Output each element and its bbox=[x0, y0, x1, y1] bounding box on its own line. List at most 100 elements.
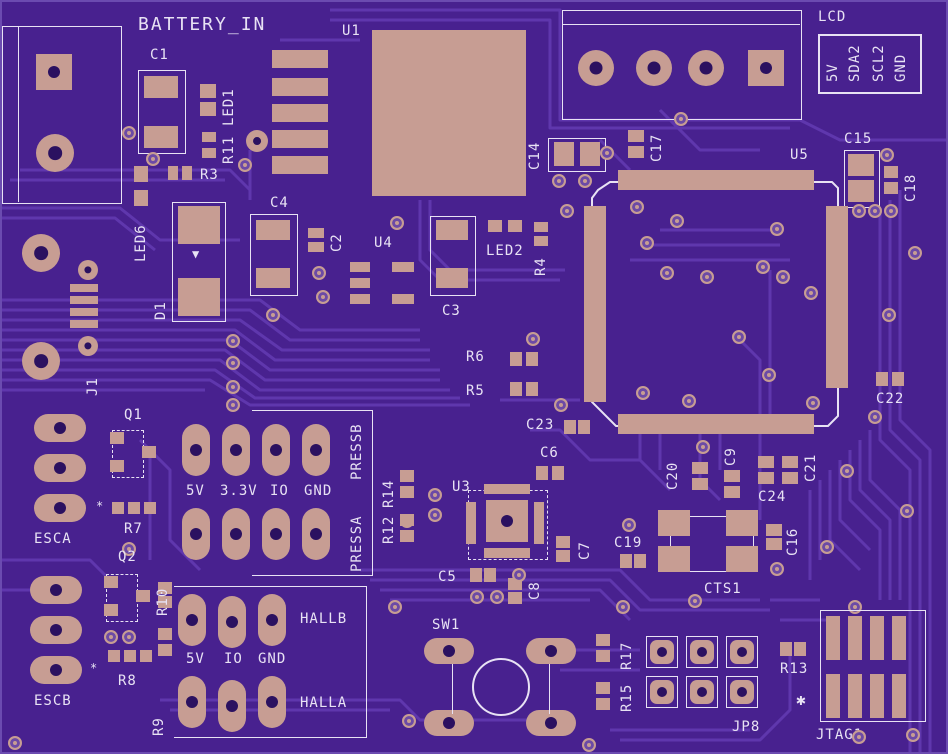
c3-outline bbox=[430, 216, 476, 296]
reg-pad bbox=[272, 50, 328, 68]
sw1-outline bbox=[452, 664, 550, 714]
c4-outline bbox=[250, 214, 298, 296]
r3-pad bbox=[168, 166, 178, 180]
via bbox=[884, 204, 898, 218]
via bbox=[660, 266, 674, 280]
via bbox=[840, 464, 854, 478]
press-gnd-label: GND bbox=[304, 483, 333, 499]
lcd-label: LCD bbox=[818, 9, 847, 25]
u4-pad bbox=[392, 294, 414, 304]
c19-label: C19 bbox=[614, 535, 643, 551]
via bbox=[852, 204, 866, 218]
cts1-pad bbox=[658, 510, 690, 536]
r15-label: R15 bbox=[619, 683, 635, 712]
via bbox=[388, 600, 402, 614]
c15-pad bbox=[848, 180, 874, 202]
u5-pin-row-bottom bbox=[618, 414, 814, 434]
r7-label: R7 bbox=[124, 521, 143, 537]
lcd-scl2-label: SCL2 bbox=[871, 44, 887, 82]
c22-label: C22 bbox=[876, 391, 905, 407]
r13-pad bbox=[794, 642, 806, 656]
r8-pad bbox=[108, 650, 120, 662]
via bbox=[696, 440, 710, 454]
c24-pad bbox=[758, 472, 774, 484]
esca-pad bbox=[34, 454, 86, 482]
battery-connector-divider bbox=[18, 26, 19, 202]
q2-label: Q2 bbox=[118, 549, 137, 565]
r10-label: R10 bbox=[155, 587, 171, 616]
via bbox=[582, 738, 596, 752]
c2-pad bbox=[308, 242, 324, 252]
jp8-pin bbox=[686, 676, 718, 708]
pressa-pin bbox=[302, 508, 330, 560]
hall-io-label: IO bbox=[224, 651, 243, 667]
c1-outline bbox=[138, 70, 186, 154]
escb-label: ESCB bbox=[34, 693, 72, 709]
lcd-pin bbox=[636, 50, 672, 86]
jp8-pin bbox=[726, 676, 758, 708]
r9-label: R9 bbox=[151, 717, 167, 736]
via bbox=[868, 204, 882, 218]
jtag1-pad bbox=[826, 674, 840, 718]
press-io-label: IO bbox=[270, 483, 289, 499]
jtag1-pad bbox=[870, 616, 884, 660]
c5-label: C5 bbox=[438, 569, 457, 585]
c17-pad bbox=[628, 130, 644, 142]
c20-label: C20 bbox=[665, 461, 681, 490]
via bbox=[616, 600, 630, 614]
r11-pad bbox=[202, 132, 216, 142]
c15-label: C15 bbox=[844, 131, 873, 147]
pressa-label: PRESSA bbox=[349, 515, 365, 572]
via bbox=[804, 286, 818, 300]
r10-pad bbox=[158, 582, 172, 594]
lcd-pin bbox=[688, 50, 724, 86]
led2-label: LED2 bbox=[486, 243, 524, 259]
d1-outline bbox=[172, 202, 226, 322]
r12-label: R12 bbox=[381, 515, 397, 544]
u3-pin-row bbox=[534, 502, 544, 544]
u3-label: U3 bbox=[452, 479, 471, 495]
via bbox=[122, 542, 136, 556]
pressa-pin bbox=[182, 508, 210, 560]
c19-pad bbox=[620, 554, 632, 568]
r4-label: R4 bbox=[533, 257, 549, 276]
jp8-pin bbox=[646, 676, 678, 708]
lcd-sda2-label: SDA2 bbox=[847, 44, 863, 82]
r14-pad bbox=[400, 470, 414, 482]
r17-pad bbox=[596, 634, 610, 646]
reg-pad bbox=[272, 156, 328, 174]
c19-pad bbox=[634, 554, 646, 568]
u4-pad bbox=[350, 294, 370, 304]
r6-pad bbox=[526, 352, 538, 366]
r5-pad bbox=[526, 382, 538, 396]
hallb-pin bbox=[258, 594, 286, 646]
via bbox=[554, 398, 568, 412]
c7-pad bbox=[556, 550, 570, 562]
q1-pad bbox=[142, 446, 156, 458]
q1-label: Q1 bbox=[124, 407, 143, 423]
r13-pad bbox=[780, 642, 792, 656]
led2-pad bbox=[508, 220, 522, 232]
u5-pin-row-right bbox=[826, 206, 848, 388]
via bbox=[622, 518, 636, 532]
via bbox=[908, 246, 922, 260]
c16-pad bbox=[766, 524, 782, 536]
q2-pad bbox=[136, 590, 150, 602]
j1-mount-pad bbox=[22, 234, 60, 272]
u4-label: U4 bbox=[374, 235, 393, 251]
r9-pad bbox=[158, 628, 172, 640]
via bbox=[104, 630, 118, 644]
c2-pad bbox=[308, 228, 324, 238]
c5-pad bbox=[470, 568, 482, 582]
via bbox=[770, 562, 784, 576]
pressa-pin bbox=[222, 508, 250, 560]
c15-pad bbox=[848, 154, 874, 176]
via bbox=[868, 410, 882, 424]
cts1-label: CTS1 bbox=[704, 581, 742, 597]
via bbox=[238, 158, 252, 172]
cts1-pad bbox=[658, 546, 690, 572]
hall-gnd-label: GND bbox=[258, 651, 287, 667]
pressb-label: PRESSB bbox=[349, 423, 365, 480]
sw1-pad bbox=[526, 710, 576, 736]
